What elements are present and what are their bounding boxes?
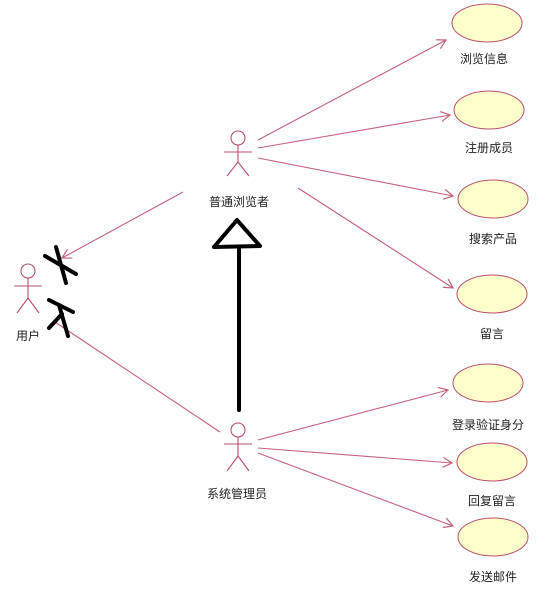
actor-leg-left [226,455,239,472]
assoc-browser-user [60,191,184,259]
assoc-admin-uc6 [257,447,454,468]
usecase-label: 发送邮件 [469,569,517,584]
usecase-label: 登录验证身分 [452,417,524,432]
usecase-send-email[interactable]: 发送邮件 [457,517,529,584]
usecase-label: 留言 [480,327,504,341]
usecase-label: 搜索产品 [469,231,517,246]
usecase-leave-message[interactable]: 留言 [456,274,528,341]
actor-leg-left [226,161,239,177]
usecase-search-product[interactable]: 搜索产品 [457,179,529,246]
cross-mark-lower [47,298,75,338]
actor-leg-right [237,455,250,472]
usecase-ellipse [457,179,529,219]
usecase-ellipse [452,363,524,403]
usecase-ellipse [453,90,525,130]
actor-head [230,130,246,146]
assoc-browser-uc4 [297,187,455,289]
usecase-reply-message[interactable]: 回复留言 [456,442,528,508]
actor-leg-right [237,161,250,177]
use-cases: 浏览信息 注册成员 搜索产品 留言 登录验证身分 回复留言 发送邮件 [451,3,529,584]
usecase-login-verify[interactable]: 登录验证身分 [452,363,524,432]
actor-head [20,263,36,279]
associations [54,39,455,529]
actor-head [230,422,246,438]
actors [14,130,252,472]
assoc-browser-uc3 [257,157,455,200]
assoc-admin-uc7 [257,452,455,529]
actor-label-user: 用户 [16,328,40,343]
actor-leg-left [16,297,29,314]
assoc-user-admin [54,321,221,433]
cross-mark-upper [43,245,78,285]
generalization-arrow [212,218,262,412]
actor-user[interactable] [14,263,42,314]
actor-label-browser: 普通浏览者 [209,194,269,209]
generalization-head [212,218,262,249]
usecase-label: 回复留言 [468,494,516,508]
actor-browser[interactable] [224,130,252,177]
actor-label-admin: 系统管理员 [207,486,267,501]
actor-leg-right [27,297,40,314]
usecase-browse-info[interactable]: 浏览信息 [451,3,523,66]
usecase-register-member[interactable]: 注册成员 [453,90,525,155]
assoc-admin-uc5 [257,386,450,441]
usecase-ellipse [451,3,523,43]
usecase-label: 注册成员 [465,140,513,155]
actor-admin[interactable] [224,422,252,472]
assoc-browser-uc1 [257,39,448,141]
usecase-ellipse [456,442,528,482]
usecase-ellipse [457,517,529,557]
assoc-browser-uc2 [257,111,452,149]
usecase-label: 浏览信息 [460,51,508,66]
usecase-ellipse [456,274,528,314]
cross-marks [43,245,78,338]
